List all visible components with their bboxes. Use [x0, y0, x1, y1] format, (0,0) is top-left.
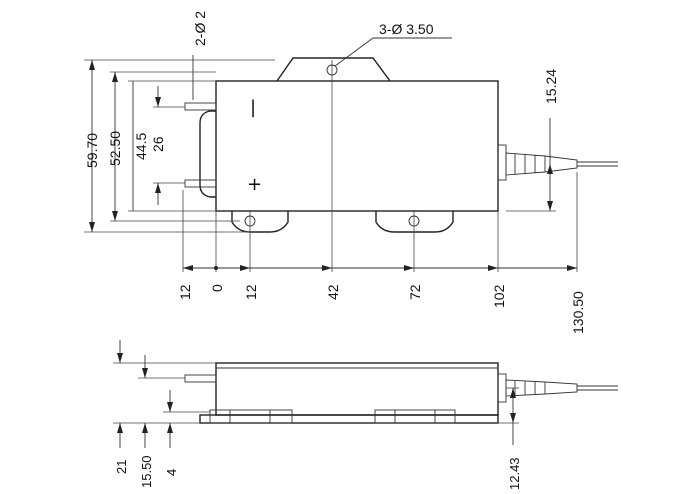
arrow-26-top [155, 97, 161, 107]
dim-21: 21 [114, 460, 129, 474]
hole-leader [334, 37, 374, 67]
side-fiber-lead [577, 385, 618, 391]
arrow-4-bottom [167, 423, 173, 433]
dim-15-50: 15.50 [139, 455, 154, 488]
connector-boot [505, 152, 578, 176]
side-pin [184, 374, 217, 383]
arrow-26-bottom [155, 183, 161, 193]
side-flange-right [374, 409, 456, 424]
bottom-flange-right [375, 211, 454, 233]
side-base [199, 414, 499, 424]
arrow-h-left [183, 265, 193, 271]
side-connector-ferrule [497, 373, 507, 403]
arrow-59-top [89, 60, 95, 70]
arrow-15-bottom [142, 423, 148, 433]
top-flange [276, 57, 391, 82]
side-body [215, 362, 499, 416]
dim-h-12-left: 12 [177, 284, 193, 300]
dim-h-12-right: 12 [243, 284, 259, 300]
arrow-h-12 [240, 265, 250, 271]
dim-12-43: 12.43 [507, 457, 522, 490]
polarity-negative-label: | [250, 97, 256, 118]
arrow-4-top [167, 402, 173, 412]
fiber-lead [577, 161, 618, 167]
arrow-21-bottom [117, 423, 123, 433]
arrow-15-24-top [547, 164, 553, 174]
bottom-flange-left [231, 211, 289, 233]
top-view: | + 3-Ø 3.50 2-Ø 2 59.70 [84, 11, 618, 334]
arrow-h-102 [488, 265, 498, 271]
arrow-15-24-bottom [547, 201, 553, 211]
arrow-12-43-bottom [510, 413, 516, 423]
dim-h-130-50: 130.50 [570, 291, 586, 334]
polarity-positive-label: + [247, 174, 262, 195]
arrow-h-42 [322, 265, 332, 271]
dim-h-102: 102 [491, 284, 507, 308]
arrow-52-top [112, 72, 118, 82]
arrow-21-top [117, 353, 123, 363]
pin-positive [184, 179, 217, 188]
arrow-59-bottom [89, 222, 95, 232]
arrow-h-130 [567, 265, 577, 271]
side-flange-left [209, 409, 293, 424]
dim-4: 4 [164, 469, 179, 476]
connector-ferrule [497, 144, 507, 181]
side-view: 21 15.50 4 12.43 [113, 340, 618, 490]
left-bracket [199, 110, 216, 198]
dim-44-5: 44.5 [133, 133, 149, 160]
pin-spec-label: 2-Ø 2 [192, 11, 208, 46]
arrow-12-43-top [510, 388, 516, 398]
dim-52-50: 52.50 [107, 131, 123, 166]
origin-dot [214, 266, 218, 270]
dim-h-42: 42 [325, 284, 341, 300]
arrow-h-72 [404, 265, 414, 271]
arrow-52-bottom [112, 211, 118, 221]
pin-negative [184, 102, 217, 111]
dim-h-72: 72 [407, 284, 423, 300]
dim-26: 26 [150, 136, 166, 152]
dim-h-0: 0 [209, 284, 225, 292]
arrow-15-top [142, 368, 148, 378]
dim-15-24: 15.24 [543, 69, 559, 104]
hole-spec-label: 3-Ø 3.50 [379, 21, 434, 37]
dim-59-70: 59.70 [84, 133, 100, 168]
